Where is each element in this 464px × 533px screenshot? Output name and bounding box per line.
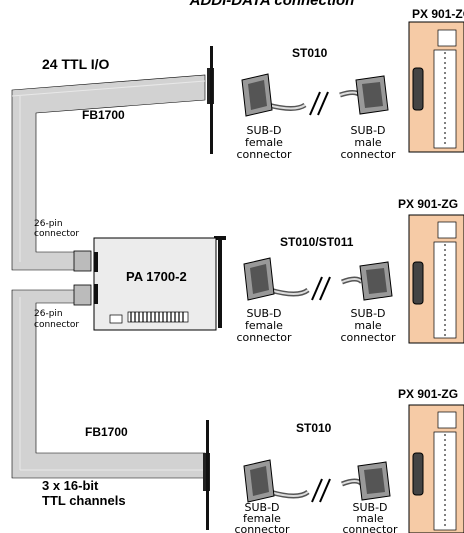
label-card: PA 1700-2	[126, 269, 187, 284]
svg-text:SUB-D: SUB-D	[350, 307, 385, 320]
svg-text:female: female	[245, 136, 283, 149]
terminal-board-middle	[408, 214, 464, 344]
break-mark-icon	[309, 91, 329, 116]
label-bottom-io-line2: TTL channels	[42, 493, 126, 508]
label-pin-top-line1: 26-pin	[34, 219, 63, 229]
female-connector-icon	[243, 257, 275, 301]
label-top-io: 24 TTL I/O	[42, 56, 110, 72]
svg-text:connector: connector	[340, 331, 396, 344]
label-fb-bottom: FB1700	[85, 425, 128, 439]
female-connector-icon	[243, 459, 275, 503]
bracket-middle	[214, 236, 226, 328]
pa1700-card	[93, 237, 217, 331]
ribbon-cable-top	[11, 74, 206, 271]
svg-text:female: female	[245, 319, 283, 332]
cable-bottom	[243, 459, 391, 503]
cable-top	[241, 73, 389, 117]
svg-text:SUB-D: SUB-D	[350, 124, 385, 137]
board-name-middle: PX 901-ZG	[398, 197, 458, 211]
svg-text:male: male	[354, 319, 382, 332]
svg-text:connector: connector	[234, 523, 290, 533]
terminal-board-top	[408, 21, 464, 153]
label-bottom-io-line1: 3 x 16-bit	[42, 478, 99, 493]
svg-text:SUB-D: SUB-D	[246, 124, 281, 137]
caption-female-middle: SUB-D female connector	[236, 307, 292, 344]
caption-male-top: SUB-D male connector	[340, 124, 396, 161]
caption-male-bottom: SUB-D male connector	[342, 501, 398, 533]
svg-text:male: male	[354, 136, 382, 149]
svg-text:connector: connector	[342, 523, 398, 533]
label-pin-top-line2: connector	[34, 229, 79, 239]
header-title: ADDI-DATA connection	[189, 0, 355, 9]
cable-middle	[243, 257, 393, 301]
board-name-top: PX 901-ZG	[412, 7, 464, 21]
caption-female-top: SUB-D female connector	[236, 124, 292, 161]
label-pin-bottom-line1: 26-pin	[34, 309, 63, 319]
board-name-bottom: PX 901-ZG	[398, 387, 458, 401]
break-mark-icon	[311, 276, 331, 301]
cable-name-bottom: ST010	[296, 421, 332, 435]
bracket-top	[207, 46, 214, 154]
caption-female-bottom: SUB-D female connector	[234, 501, 290, 533]
cable-name-top: ST010	[292, 46, 328, 60]
svg-text:connector: connector	[236, 331, 292, 344]
svg-text:connector: connector	[236, 148, 292, 161]
svg-text:SUB-D: SUB-D	[244, 501, 279, 514]
break-mark-icon	[311, 478, 331, 503]
caption-male-middle: SUB-D male connector	[340, 307, 396, 344]
bracket-bottom	[203, 420, 210, 530]
terminal-board-bottom	[408, 404, 464, 533]
svg-text:SUB-D: SUB-D	[246, 307, 281, 320]
label-pin-bottom-line2: connector	[34, 320, 79, 330]
male-connector-icon	[357, 461, 391, 501]
plug-bottom	[73, 284, 92, 306]
male-connector-icon	[355, 75, 389, 115]
male-connector-icon	[359, 261, 393, 301]
svg-text:male: male	[356, 512, 384, 525]
female-connector-icon	[241, 73, 273, 117]
svg-text:female: female	[243, 512, 281, 525]
svg-text:connector: connector	[340, 148, 396, 161]
cable-name-middle: ST010/ST011	[280, 235, 354, 249]
svg-text:SUB-D: SUB-D	[352, 501, 387, 514]
plug-top	[73, 250, 92, 272]
label-fb-top: FB1700	[82, 108, 125, 122]
